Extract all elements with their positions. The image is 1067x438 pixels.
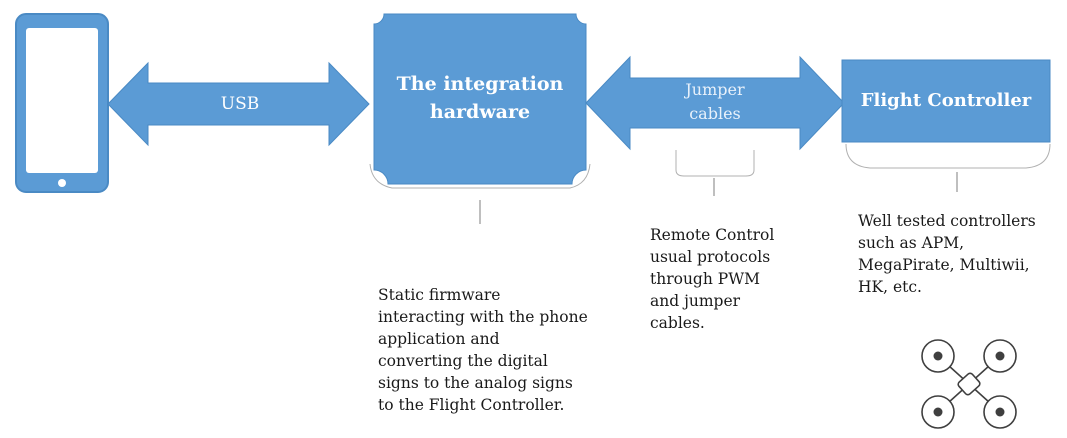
note-line: such as APM, [858,234,965,252]
integration-hardware-box [373,13,587,185]
note-line: through PWM [650,270,760,288]
note-line: signs to the analog signs [378,374,573,392]
integration-note: Static firmware interacting with the pho… [378,284,588,416]
jumper-arrow [585,55,845,151]
note-line: Remote Control [650,226,775,244]
jumper-note: Remote Control usual protocols through P… [650,224,774,334]
note-line: HK, etc. [858,278,922,296]
note-line: Well tested controllers [858,212,1036,230]
phone-home-button [58,179,66,187]
note-line: cables. [650,314,705,332]
jumper-label-line1: Jumper [685,80,745,99]
note-line: to the Flight Controller. [378,396,565,414]
flight-note: Well tested controllers such as APM, Meg… [858,210,1036,298]
flight-controller-box [841,59,1051,143]
usb-label: USB [220,94,260,114]
usb-arrow [107,61,370,147]
flight-callout-curve [845,143,1051,169]
note-line: converting the digital [378,352,548,370]
jumper-label-line2: cables [689,104,741,123]
note-line: and jumper [650,292,741,310]
smartphone-icon [15,13,109,193]
integration-callout-curve [369,163,591,189]
note-line: application and [378,330,500,348]
jumper-callout-bracket [675,150,755,177]
quadcopter-icon [921,339,1017,429]
note-line: usual protocols [650,248,771,266]
note-line: Static firmware [378,286,501,304]
phone-screen [26,28,98,173]
integration-hardware-title: The integration hardware [396,73,564,123]
note-line: MegaPirate, Multiwii, [858,256,1030,274]
note-line: interacting with the phone [378,308,588,326]
flight-controller-title: Flight Controller [860,90,1032,111]
